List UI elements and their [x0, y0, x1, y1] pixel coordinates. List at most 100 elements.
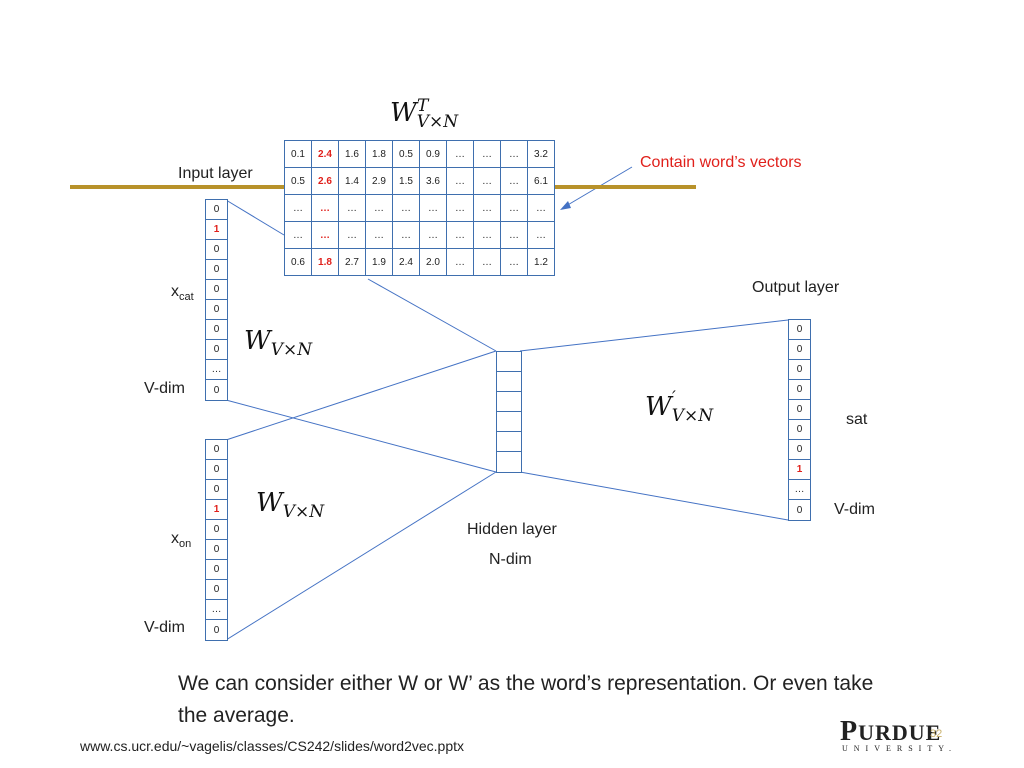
line-hidden-to-output-top [519, 319, 789, 352]
matrix-cell: 0.6 [284, 248, 312, 276]
line-xon-top-to-hidden [225, 350, 497, 441]
vector-cell: 0 [206, 480, 227, 500]
annotation-text: Contain word’s vectors [640, 154, 802, 171]
matrix-cell: … [500, 221, 528, 249]
vdim-label-output: V-dim [834, 501, 875, 518]
vector-cell: 0 [789, 380, 810, 400]
matrix-cell: … [392, 194, 420, 222]
line-xcat-top-to-matrix [225, 199, 285, 236]
matrix-cell: 0.1 [284, 140, 312, 168]
matrix-cell: … [419, 221, 447, 249]
matrix-cell: … [500, 248, 528, 276]
matrix-cell: 3.2 [527, 140, 555, 168]
matrix-cell: … [284, 194, 312, 222]
matrix-cell: 0.5 [392, 140, 420, 168]
hidden-layer-vector [496, 351, 522, 473]
matrix-cell: … [500, 140, 528, 168]
hidden-dim-label: N-dim [489, 551, 532, 568]
vector-cell: 1 [789, 460, 810, 480]
matrix-cell: … [527, 221, 555, 249]
hidden-layer-label: Hidden layer [467, 521, 557, 538]
output-layer-label: Output layer [752, 279, 840, 296]
vector-cell: 0 [206, 580, 227, 600]
hidden-cell [497, 392, 521, 412]
line-hidden-to-output-bottom [519, 471, 789, 521]
matrix-cell: … [392, 221, 420, 249]
input-layer-label: Input layer [178, 165, 253, 182]
purdue-logo-subtitle: UNIVERSITY. [842, 744, 957, 753]
output-word-label: sat [846, 411, 868, 428]
vector-cell: 0 [206, 560, 227, 580]
line-xon-bottom-to-hidden [225, 471, 497, 641]
hidden-cell [497, 352, 521, 372]
matrix-cell: 1.9 [365, 248, 393, 276]
vector-cell: 0 [206, 520, 227, 540]
vector-cell: 1 [206, 220, 227, 240]
vector-cell: 0 [206, 460, 227, 480]
vdim-label-xcat: V-dim [144, 380, 185, 397]
vector-cell: … [206, 600, 227, 620]
matrix-row: ………………………… [284, 194, 555, 222]
matrix-cell: 6.1 [527, 167, 555, 195]
matrix-cell: 3.6 [419, 167, 447, 195]
vector-cell: 0 [789, 320, 810, 340]
vector-cell: 0 [206, 320, 227, 340]
line-xcat-bottom-to-hidden [225, 399, 497, 473]
vector-cell: 0 [789, 400, 810, 420]
matrix-cell: … [311, 194, 339, 222]
line-matrix-to-hidden [367, 278, 497, 352]
vector-cell: 0 [206, 260, 227, 280]
hidden-cell [497, 372, 521, 392]
matrix-cell: … [311, 221, 339, 249]
matrix-cell: … [419, 194, 447, 222]
hidden-cell [497, 452, 521, 472]
matrix-cell: 2.4 [311, 140, 339, 168]
matrix-cell: … [338, 194, 366, 222]
vector-cell: 0 [206, 240, 227, 260]
vector-cell: 0 [206, 200, 227, 220]
matrix-cell: … [446, 248, 474, 276]
matrix-cell: … [473, 221, 501, 249]
matrix-cell: … [446, 221, 474, 249]
matrix-cell: 2.9 [365, 167, 393, 195]
w-input-label-on: WV×N [256, 488, 325, 522]
matrix-cell: 0.5 [284, 167, 312, 195]
matrix-cell: … [338, 221, 366, 249]
matrix-cell: … [473, 140, 501, 168]
matrix-cell: 1.8 [311, 248, 339, 276]
annotation-arrow-head [560, 201, 571, 210]
vector-cell: … [789, 480, 810, 500]
matrix-cell: … [365, 194, 393, 222]
vector-cell: 0 [789, 340, 810, 360]
matrix-cell: … [446, 167, 474, 195]
vector-cell: 0 [206, 340, 227, 360]
hidden-cell [497, 432, 521, 452]
matrix-cell: 1.5 [392, 167, 420, 195]
page-number: 32 [930, 728, 943, 740]
source-url[interactable]: www.cs.ucr.edu/~vagelis/classes/CS242/sl… [80, 738, 465, 754]
matrix-cell: … [446, 140, 474, 168]
vector-cell: 0 [213, 384, 220, 396]
matrix-cell: 2.7 [338, 248, 366, 276]
vector-cell: 0 [206, 540, 227, 560]
matrix-cell: 2.0 [419, 248, 447, 276]
x-on-label: xon [171, 530, 192, 550]
matrix-cell: 0.9 [419, 140, 447, 168]
matrix-cell: 2.4 [392, 248, 420, 276]
matrix-cell: … [527, 194, 555, 222]
matrix-cell: … [500, 194, 528, 222]
vector-cell: 0 [213, 624, 220, 636]
matrix-cell: 1.2 [527, 248, 555, 276]
matrix-cell: … [473, 248, 501, 276]
vector-cell: 0 [789, 440, 810, 460]
w-output-label: W′V×N [645, 388, 714, 426]
matrix-cell: 1.8 [365, 140, 393, 168]
vector-cell: 0 [206, 440, 227, 460]
